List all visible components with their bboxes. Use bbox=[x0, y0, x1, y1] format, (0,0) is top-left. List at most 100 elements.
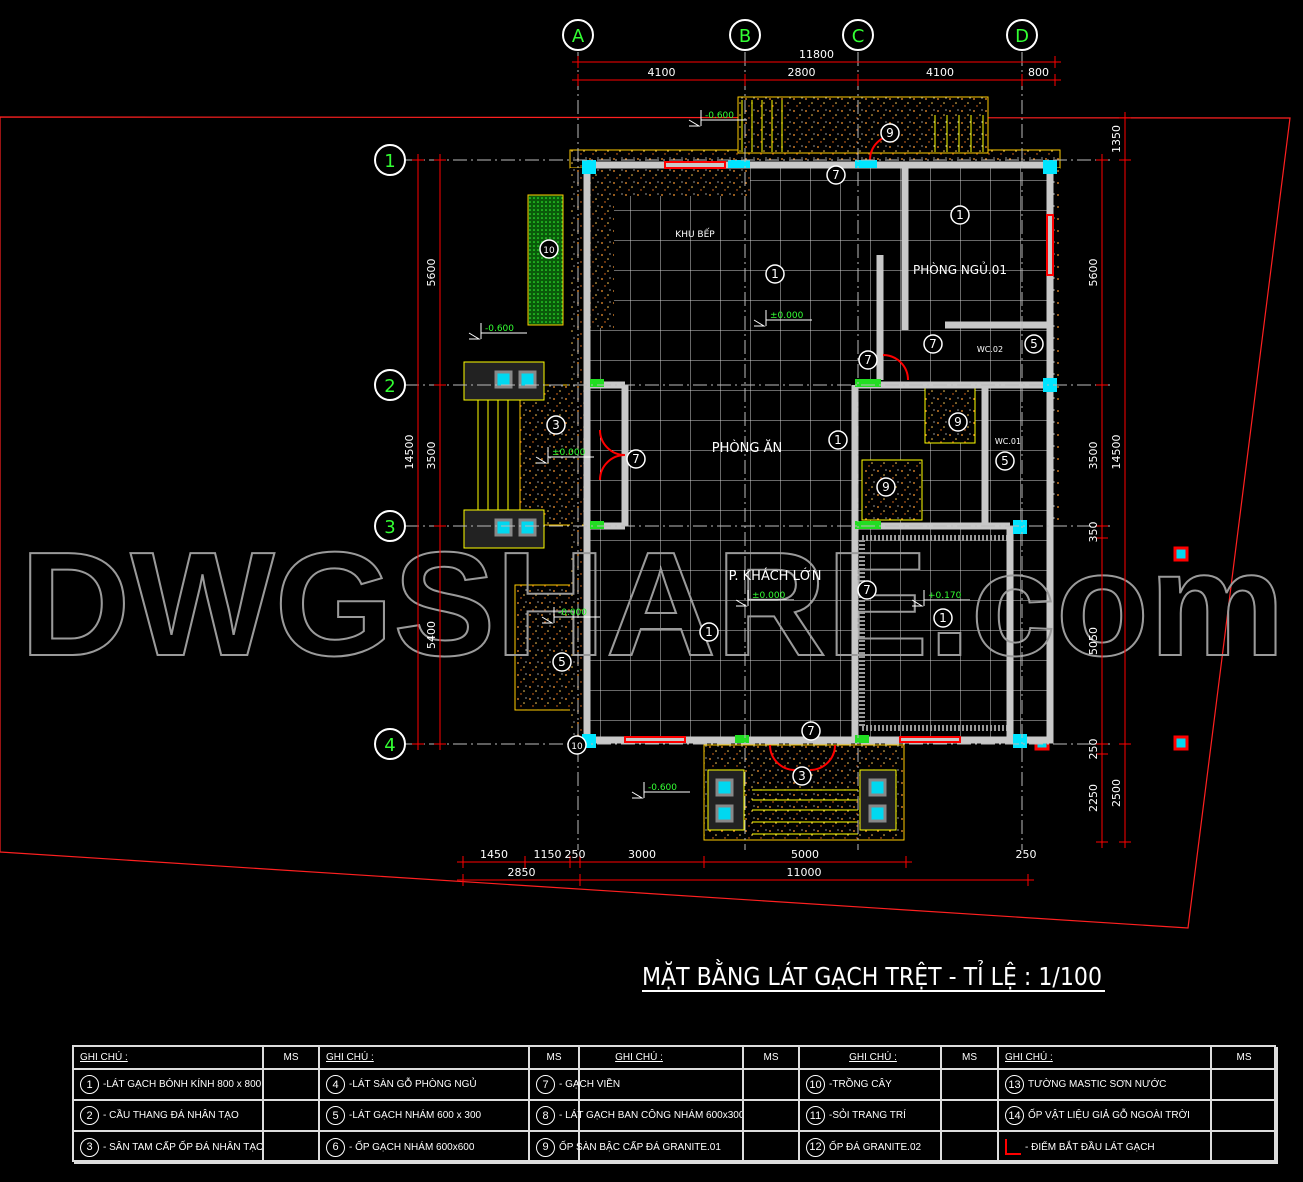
elevation-markers: -0.600±0.000-0.600±0.000-0.000±0.000+0.1… bbox=[468, 110, 970, 799]
material-callout-number: 1 bbox=[956, 208, 964, 222]
axis-bubble-D bbox=[1006, 19, 1038, 51]
legend-item-text: - GẠCH VIỀN bbox=[559, 1079, 621, 1090]
legend-item: 1-LÁT GẠCH BÓNH KÍNH 800 x 800 bbox=[74, 1070, 264, 1101]
axis-label: C bbox=[852, 26, 865, 47]
dimension-label: 350 bbox=[1087, 522, 1100, 543]
legend-item-number: 3 bbox=[80, 1137, 99, 1157]
dimension-label: 3000 bbox=[628, 848, 656, 861]
material-callout-number: 9 bbox=[886, 126, 894, 140]
legend-item-text: -LÁT SÀN GỖ PHÒNG NGỦ bbox=[349, 1079, 477, 1090]
dimension-label: 5050 bbox=[1087, 627, 1100, 655]
dimension-label: 1150 bbox=[534, 848, 562, 861]
doors-windows bbox=[590, 134, 1054, 771]
legend-item-text: ỐP VẬT LIỆU GIẢ GỖ NGOÀI TRỜI bbox=[1028, 1110, 1190, 1121]
material-callout-number: 10 bbox=[571, 742, 583, 752]
legend-ms-cell bbox=[264, 1101, 320, 1132]
material-callout-circle bbox=[858, 350, 878, 370]
legend-item-text: - ỐP GẠCH NHÁM 600x600 bbox=[349, 1141, 475, 1153]
legend-header-label: GHI CHÚ : bbox=[1005, 1052, 1053, 1063]
dimension-label: 4100 bbox=[926, 66, 954, 79]
material-callout-number: 7 bbox=[632, 452, 640, 466]
legend-item: 8 - LÁT GẠCH BAN CÔNG NHÁM 600x300 bbox=[530, 1101, 744, 1132]
material-callout-circle bbox=[933, 608, 953, 628]
legend-header-label: GHI CHÚ : bbox=[80, 1052, 128, 1063]
legend-ms-cell bbox=[1212, 1070, 1278, 1101]
legend-item: 6 - ỐP GẠCH NHÁM 600x600 bbox=[320, 1132, 530, 1164]
legend-item-number: 13 bbox=[1005, 1075, 1024, 1094]
elevation-symbol bbox=[735, 590, 794, 607]
legend-item-number: 7 bbox=[536, 1075, 555, 1094]
material-callout-circle bbox=[539, 239, 559, 259]
axis-bubble-C bbox=[842, 19, 874, 51]
legend-table: GHI CHÚ : MS 1-LÁT GẠCH BÓNH KÍNH 800 x 80… bbox=[72, 1045, 1278, 1164]
material-callout-number: 1 bbox=[834, 433, 842, 447]
material-callout-circle bbox=[995, 451, 1015, 471]
material-callout-circle bbox=[857, 580, 877, 600]
legend-header-label: GHI CHÚ : bbox=[615, 1052, 663, 1063]
legend-header-label: GHI CHÚ : bbox=[849, 1052, 897, 1063]
material-callout-number: 1 bbox=[705, 625, 713, 639]
legend-ms-cell bbox=[264, 1132, 320, 1164]
material-callout-circle bbox=[626, 449, 646, 469]
dimension-label: 11000 bbox=[787, 866, 822, 879]
dimension-label: 5600 bbox=[1087, 259, 1100, 287]
legend-item-text: - LÁT GẠCH BAN CÔNG NHÁM 600x300 bbox=[559, 1110, 744, 1121]
columns bbox=[582, 160, 1057, 748]
dimension-label: 3500 bbox=[425, 442, 438, 470]
legend-item-text: TƯỜNG MASTIC SƠN NƯỚC bbox=[1028, 1079, 1167, 1090]
dimension-label: 2500 bbox=[1110, 779, 1123, 807]
elevation-label: -0.000 bbox=[558, 608, 587, 618]
legend-header: GHI CHÚ : bbox=[530, 1047, 744, 1070]
material-callout-number: 7 bbox=[807, 724, 815, 738]
dimension-label: 250 bbox=[565, 848, 586, 861]
axis-bubble-3 bbox=[374, 510, 406, 542]
legend-ms-header: MS bbox=[1212, 1047, 1278, 1070]
elevation-label: -0.600 bbox=[648, 783, 677, 793]
dimension-label: 14500 bbox=[1110, 435, 1123, 470]
axis-bubble-1 bbox=[374, 144, 406, 176]
elevation-label: ±0.000 bbox=[552, 448, 586, 458]
elevation-label: ±0.000 bbox=[770, 311, 804, 321]
watermark: DWGSHARE.com bbox=[20, 522, 1285, 687]
dimension-label: 2250 bbox=[1087, 784, 1100, 812]
material-callout-number: 7 bbox=[863, 583, 871, 597]
legend-item-text: - SÂN TAM CẤP ỐP ĐÁ NHÂN TẠO bbox=[103, 1141, 264, 1153]
dimension-label: 250 bbox=[1087, 739, 1100, 760]
material-callout-number: 5 bbox=[1030, 337, 1038, 351]
legend-item-text: -LÁT GẠCH BÓNH KÍNH 800 x 800 bbox=[103, 1079, 262, 1090]
legend-item-number: 8 bbox=[536, 1106, 555, 1125]
material-callout-circle bbox=[552, 652, 572, 672]
room-label: WC.02 bbox=[977, 345, 1003, 354]
room-label: KHU BẾP bbox=[675, 228, 715, 240]
legend-item: 2- CẦU THANG ĐÁ NHÂN TẠO bbox=[74, 1101, 264, 1132]
legend-item-number: 10 bbox=[806, 1075, 825, 1094]
dimension-label: 2800 bbox=[788, 66, 816, 79]
axis-label: 2 bbox=[384, 376, 395, 397]
legend-ms-header: MS bbox=[942, 1047, 999, 1070]
legend-item-number: 9 bbox=[536, 1137, 555, 1157]
elevation-symbol bbox=[911, 590, 970, 607]
legend-item: 5-LÁT GẠCH NHÁM 600 x 300 bbox=[320, 1101, 530, 1132]
elevation-symbol bbox=[541, 607, 600, 624]
room-label: PHÒNG NGỦ.01 bbox=[913, 261, 1007, 277]
elevation-symbol bbox=[753, 310, 812, 327]
legend-ms-cell bbox=[942, 1132, 999, 1164]
legend-item: 13 TƯỜNG MASTIC SƠN NƯỚC bbox=[999, 1070, 1212, 1101]
material-callout-number: 7 bbox=[864, 353, 872, 367]
legend-item-number: 6 bbox=[326, 1137, 345, 1157]
material-callout-circle bbox=[880, 123, 900, 143]
material-callout-circle bbox=[546, 415, 566, 435]
axis-label: 3 bbox=[384, 517, 395, 538]
dimension-label: 5600 bbox=[425, 259, 438, 287]
legend-header: GHI CHÚ : bbox=[74, 1047, 264, 1070]
material-callout-number: 7 bbox=[929, 337, 937, 351]
material-callout-number: 7 bbox=[832, 168, 840, 182]
material-callout-number: 1 bbox=[771, 267, 779, 281]
legend-header-label: GHI CHÚ : bbox=[326, 1052, 374, 1063]
